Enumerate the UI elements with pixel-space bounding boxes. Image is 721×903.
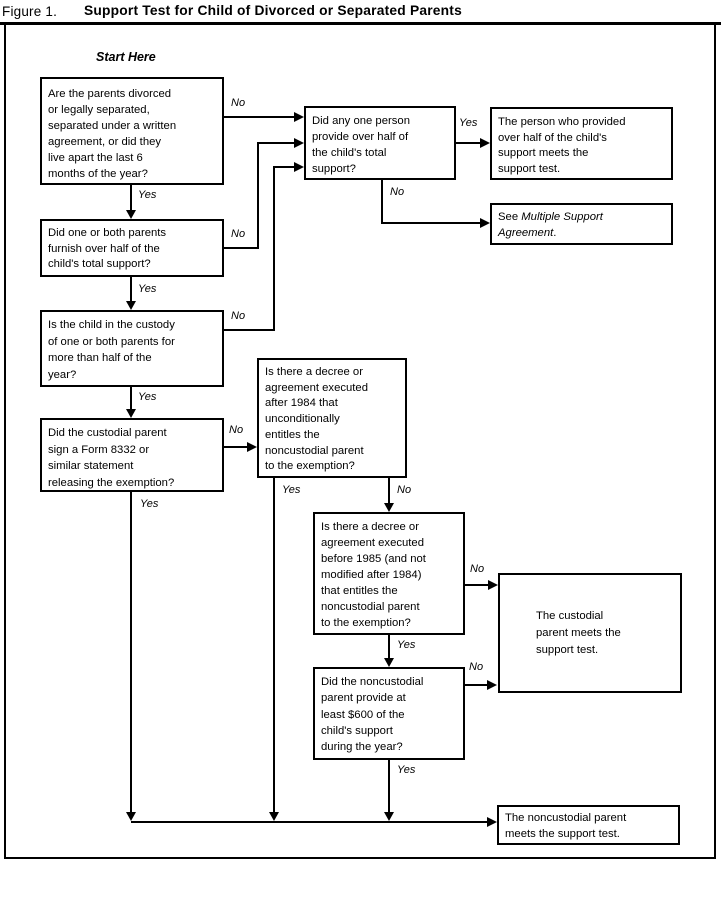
arrowhead-down-icon (269, 812, 279, 821)
arrowhead-right-icon (480, 138, 490, 148)
node-child-custody: Is the child in the custody of one or bo… (40, 310, 224, 387)
edge-label-yes: Yes (138, 391, 157, 403)
connector-custody-yes (130, 387, 132, 411)
connector-600-yes (388, 760, 390, 814)
edge-label-yes: Yes (138, 283, 157, 295)
edge-label-no: No (231, 228, 246, 240)
arrowhead-down-icon (126, 301, 136, 310)
edge-label-no: No (229, 424, 244, 436)
arrowhead-right-icon (294, 112, 304, 122)
connector-anyone-no (381, 222, 480, 224)
connector-divorced-yes (130, 185, 132, 212)
arrowhead-right-icon (294, 162, 304, 172)
connector-600-no (465, 684, 487, 686)
edge-label-no: No (231, 97, 246, 109)
figure-label: Figure 1. (2, 4, 58, 19)
diagram-frame (4, 23, 716, 859)
edge-label-yes: Yes (397, 764, 416, 776)
connector-before1985-yes (388, 635, 390, 659)
connector-furnish-no (257, 142, 294, 144)
arrowhead-right-icon (487, 817, 497, 827)
arrowhead-right-icon (487, 680, 497, 690)
multiple-support-see: See (498, 211, 519, 223)
connector-before1985-no (465, 584, 488, 586)
connector-custody-no (273, 166, 294, 168)
multiple-support-period: . (553, 227, 557, 239)
arrowhead-right-icon (480, 218, 490, 228)
arrowhead-down-icon (384, 658, 394, 667)
node-form-8332: Did the custodial parent sign a Form 833… (40, 418, 224, 492)
edge-label-yes: Yes (459, 117, 478, 129)
connector-furnish-no (224, 247, 259, 249)
arrowhead-right-icon (294, 138, 304, 148)
edge-label-yes: Yes (138, 189, 157, 201)
edge-label-yes: Yes (397, 639, 416, 651)
node-furnish-half-support: Did one or both parents furnish over hal… (40, 219, 224, 277)
connector-anyone-yes (456, 142, 480, 144)
connector-furnish-no (257, 142, 259, 249)
connector-anyone-no (381, 180, 383, 224)
connector-after1984-yes (273, 478, 275, 814)
connector-bottom-rail (131, 821, 487, 823)
connector-custody-no (224, 329, 275, 331)
connector-furnish-yes (130, 277, 132, 303)
node-multiple-support-agreement: See Multiple Support Agreement. (490, 203, 673, 245)
node-decree-before-1985: Is there a decree or agreement executed … (313, 512, 465, 635)
edge-label-no: No (469, 661, 484, 673)
edge-label-yes: Yes (140, 498, 159, 510)
edge-label-no: No (470, 563, 485, 575)
edge-label-no: No (390, 186, 405, 198)
start-here-label: Start Here (96, 50, 156, 64)
node-600-dollars-support: Did the noncustodial parent provide at l… (313, 667, 465, 760)
arrowhead-down-icon (126, 812, 136, 821)
node-person-meets-test: The person who provided over half of the… (490, 107, 673, 180)
connector-form8332-no (224, 446, 247, 448)
edge-label-no: No (397, 484, 412, 496)
edge-label-yes: Yes (282, 484, 301, 496)
arrowhead-down-icon (384, 812, 394, 821)
edge-label-no: No (231, 310, 246, 322)
page-title: Support Test for Child of Divorced or Se… (84, 3, 462, 18)
node-any-one-person: Did any one person provide over half of … (304, 106, 456, 180)
connector-divorced-no (224, 116, 294, 118)
node-noncustodial-meets-test: The noncustodial parent meets the suppor… (497, 805, 680, 845)
arrowhead-right-icon (488, 580, 498, 590)
arrowhead-down-icon (126, 409, 136, 418)
node-parents-divorced: Are the parents divorced or legally sepa… (40, 77, 224, 185)
node-decree-after-1984: Is there a decree or agreement executed … (257, 358, 407, 478)
node-custodial-meets-test: The custodial parent meets the support t… (498, 573, 682, 693)
connector-custody-no (273, 166, 275, 331)
arrowhead-down-icon (384, 503, 394, 512)
arrowhead-down-icon (126, 210, 136, 219)
arrowhead-right-icon (247, 442, 257, 452)
connector-after1984-no (388, 478, 390, 504)
multiple-support-italic: Multiple Support Agreement (498, 211, 603, 239)
connector-form8332-yes (130, 492, 132, 814)
